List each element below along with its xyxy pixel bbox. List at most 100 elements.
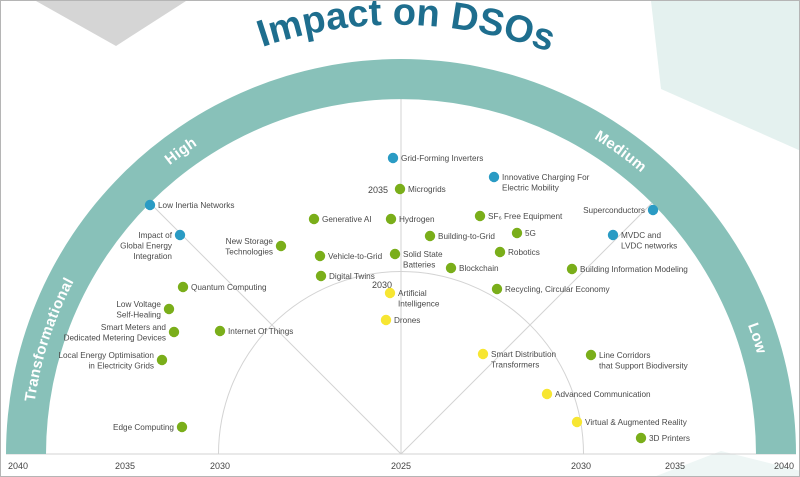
marker-advanced-communication (541, 388, 553, 400)
marker-smart-distribution-transformers (477, 348, 489, 360)
data-point-quantum-computing: Quantum Computing (177, 281, 267, 293)
label-edge-computing: Edge Computing (113, 423, 174, 432)
label-blockchain: Blockchain (459, 264, 499, 273)
decorative-mint-shape-bottom (656, 451, 799, 476)
label-hydrogen: Hydrogen (399, 215, 435, 224)
marker-artificial-intelligence (384, 287, 396, 299)
decorative-mint-shape (651, 1, 799, 151)
marker-blockchain (445, 262, 457, 274)
label-vehicle-to-grid: Vehicle-to-Grid (328, 252, 383, 261)
marker-3d-printers (635, 432, 647, 444)
marker-low-inertia-networks (144, 199, 156, 211)
marker-new-storage-technologies (275, 240, 287, 252)
tick-left-2030: 2030 (210, 461, 230, 471)
data-point-3d-printers: 3D Printers (635, 432, 690, 444)
data-point-virtual-augmented-reality: Virtual & Augmented Reality (571, 416, 688, 428)
data-point-generative-ai: Generative AI (308, 213, 372, 225)
marker-smart-meters-and-dedicated-metering-devices (168, 326, 180, 338)
data-point-building-to-grid: Building-to-Grid (424, 230, 495, 242)
marker-low-voltage-self-healing (163, 303, 175, 315)
label-sf-free-equipment: SF₆ Free Equipment (488, 212, 563, 221)
chart-title: Impact on DSOs (252, 1, 560, 60)
data-point-digital-twins: Digital Twins (315, 270, 375, 282)
data-point-drones: Drones (380, 314, 420, 326)
marker-edge-computing (176, 421, 188, 433)
tick-left-2035: 2035 (115, 461, 135, 471)
marker-5g (511, 227, 523, 239)
decorative-gray-shape (36, 1, 186, 46)
label-robotics: Robotics (508, 248, 540, 257)
marker-quantum-computing (177, 281, 189, 293)
marker-mvdc-and-lvdc-networks (607, 229, 619, 241)
label-5g: 5G (525, 229, 536, 238)
label-superconductors: Superconductors (583, 206, 645, 215)
divider-45 (400, 202, 653, 455)
data-point-low-inertia-networks: Low Inertia Networks (144, 199, 234, 211)
marker-building-to-grid (424, 230, 436, 242)
marker-drones (380, 314, 392, 326)
marker-vehicle-to-grid (314, 250, 326, 262)
label-digital-twins: Digital Twins (329, 272, 375, 281)
marker-grid-forming-inverters (387, 152, 399, 164)
marker-sf-free-equipment (474, 210, 486, 222)
label-generative-ai: Generative AI (322, 215, 372, 224)
marker-solid-state-batteries (389, 248, 401, 260)
tick-left-2040: 2040 (8, 461, 28, 471)
data-point-recycling-circular-economy: Recycling, Circular Economy (491, 283, 611, 295)
impact-band-arc (6, 59, 796, 454)
tick-center: 2025 (391, 461, 411, 471)
marker-virtual-augmented-reality (571, 416, 583, 428)
label-advanced-communication: Advanced Communication (555, 390, 651, 399)
label-drones: Drones (394, 316, 420, 325)
marker-internet-of-things (214, 325, 226, 337)
marker-impact-of-global-energy-integration (174, 229, 186, 241)
label-microgrids: Microgrids (408, 185, 446, 194)
data-point-robotics: Robotics (494, 246, 540, 258)
label-internet-of-things: Internet Of Things (228, 327, 293, 336)
data-point-internet-of-things: Internet Of Things (214, 325, 293, 337)
label-recycling-circular-economy: Recycling, Circular Economy (505, 285, 611, 294)
label-3d-printers: 3D Printers (649, 434, 690, 443)
tick-right-2040: 2040 (774, 461, 794, 471)
data-point-advanced-communication: Advanced Communication (541, 388, 651, 400)
data-point-hydrogen: Hydrogen (385, 213, 435, 225)
label-quantum-computing: Quantum Computing (191, 283, 267, 292)
ring-label-2030: 2030 (372, 280, 392, 290)
marker-line-corridors-that-support-biodiversity (585, 349, 597, 361)
marker-microgrids (394, 183, 406, 195)
marker-robotics (494, 246, 506, 258)
data-point-5g: 5G (511, 227, 536, 239)
ring-label-2035: 2035 (368, 185, 388, 195)
tick-right-2035: 2035 (665, 461, 685, 471)
marker-generative-ai (308, 213, 320, 225)
marker-recycling-circular-economy (491, 283, 503, 295)
label-grid-forming-inverters: Grid-Forming Inverters (401, 154, 483, 163)
marker-hydrogen (385, 213, 397, 225)
data-point-vehicle-to-grid: Vehicle-to-Grid (314, 250, 383, 262)
marker-local-energy-optimisation-in-electricity-grids (156, 354, 168, 366)
data-point-microgrids: Microgrids (394, 183, 446, 195)
data-point-edge-computing: Edge Computing (113, 421, 188, 433)
label-building-to-grid: Building-to-Grid (438, 232, 495, 241)
marker-digital-twins (315, 270, 327, 282)
